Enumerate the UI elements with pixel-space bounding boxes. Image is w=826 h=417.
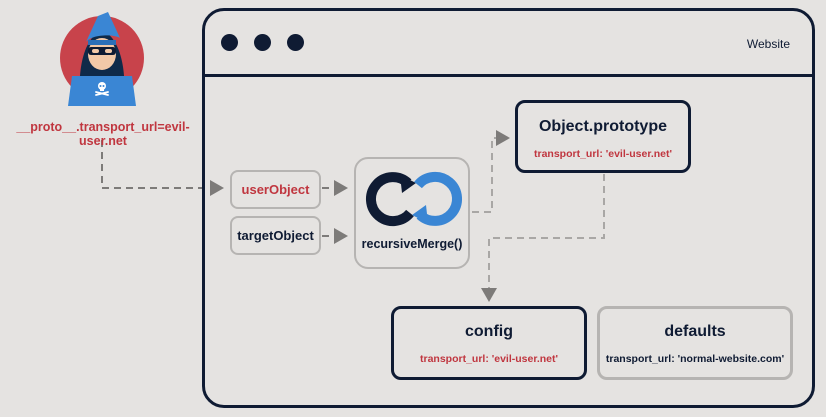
config-value: transport_url: 'evil-user.net' (419, 353, 559, 365)
recursive-merge-box: recursiveMerge() (354, 157, 470, 269)
merge-label: recursiveMerge() (361, 237, 463, 251)
prototype-title: Object.prototype (538, 118, 667, 135)
window-dot-3 (287, 34, 304, 51)
window-dot-1 (221, 34, 238, 51)
window-dot-2 (254, 34, 271, 51)
payload-text: __proto__.transport_url=evil-user.net (16, 120, 190, 148)
object-prototype-box: Object.prototype transport_url: 'evil-us… (515, 100, 691, 173)
user-object-box: userObject (230, 170, 321, 209)
prototype-value: transport_url: 'evil-user.net' (533, 148, 673, 160)
site-title: Website (746, 37, 790, 51)
refresh-cycle-icon (365, 171, 463, 227)
prototype-to-config-arrow (481, 174, 605, 302)
payload-to-userobject-arrow (101, 140, 224, 196)
merge-to-prototype-arrow (472, 130, 510, 213)
browser-window: Website (202, 8, 815, 408)
target-object-label: targetObject (237, 228, 314, 243)
config-box: config transport_url: 'evil-user.net' (391, 306, 587, 380)
target-object-box: targetObject (230, 216, 321, 255)
defaults-title: defaults (664, 323, 726, 340)
hacker-avatar-icon (60, 12, 144, 106)
defaults-value: transport_url: 'normal-website.com' (605, 353, 785, 365)
attacker (58, 8, 146, 112)
browser-title-bar: Website (205, 11, 812, 77)
skull-icon (95, 82, 109, 96)
config-title: config (465, 323, 513, 340)
defaults-box: defaults transport_url: 'normal-website.… (597, 306, 793, 380)
user-object-label: userObject (241, 182, 310, 197)
